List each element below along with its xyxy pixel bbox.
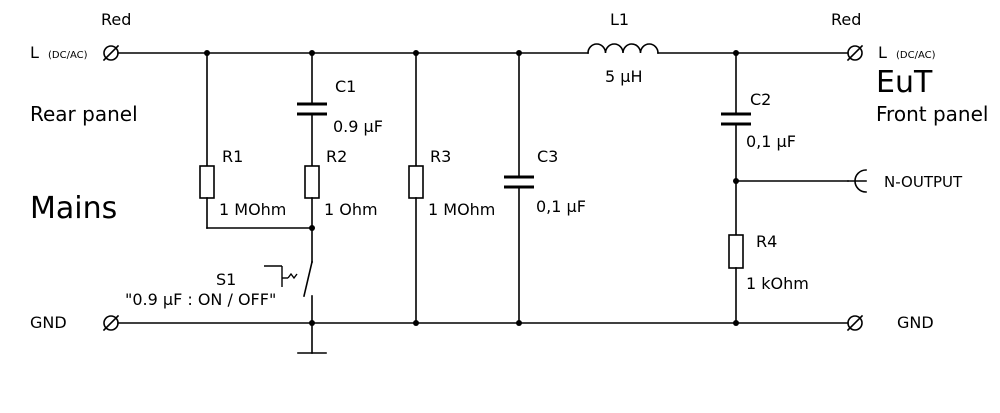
left-line-letter: L: [30, 43, 39, 62]
right-line-label: L (DC/AC): [878, 43, 936, 62]
r4-value: 1 kOhm: [746, 274, 809, 293]
earth-ground-symbol: [297, 322, 327, 354]
c3-value: 0,1 µF: [536, 197, 586, 216]
resistor-r1: [199, 165, 215, 199]
c3-name: C3: [537, 147, 558, 166]
c1-value: 0.9 µF: [333, 117, 383, 136]
resistor-r3: [408, 165, 424, 199]
terminal-right-line-icon: [846, 44, 864, 62]
r3-value: 1 MOhm: [428, 200, 495, 219]
s1-name: S1: [216, 270, 236, 289]
c1-name: C1: [335, 77, 356, 96]
junction-dots: [204, 50, 739, 326]
right-line-color: Red: [831, 10, 861, 29]
mains-label: Mains: [30, 191, 117, 226]
r3-name: R3: [430, 147, 451, 166]
right-line-sub: (DC/AC): [896, 50, 936, 61]
resistor-r4: [728, 234, 744, 269]
inductor-l1: [587, 43, 659, 54]
left-line-color: Red: [101, 10, 131, 29]
n-output-socket-icon: [847, 169, 867, 193]
s1-value: "0.9 µF : ON / OFF": [125, 290, 276, 309]
terminal-right-ground-icon: [846, 314, 864, 332]
r4-name: R4: [756, 232, 777, 251]
left-line-sub: (DC/AC): [48, 50, 88, 61]
n-output-label: N-OUTPUT: [884, 173, 963, 191]
switch-s1: [264, 261, 313, 324]
terminal-left-line-icon: [102, 44, 120, 62]
left-panel-label: Rear panel: [30, 102, 138, 126]
right-panel-label: Front panel: [876, 102, 988, 126]
eut-title: EuT: [876, 65, 933, 100]
right-ground-label: GND: [897, 313, 934, 332]
l1-name: L1: [610, 10, 629, 29]
left-ground-label: GND: [30, 313, 67, 332]
r2-value: 1 Ohm: [324, 200, 378, 219]
c2-value: 0,1 µF: [746, 132, 796, 151]
r2-name: R2: [326, 147, 347, 166]
c2-name: C2: [750, 90, 771, 109]
right-line-letter: L: [878, 43, 887, 62]
resistor-r2: [304, 165, 320, 199]
terminal-left-ground-icon: [102, 314, 120, 332]
l1-value: 5 µH: [605, 67, 642, 86]
left-line-label: L (DC/AC): [30, 43, 88, 62]
r1-value: 1 MOhm: [219, 200, 286, 219]
r1-name: R1: [222, 147, 243, 166]
